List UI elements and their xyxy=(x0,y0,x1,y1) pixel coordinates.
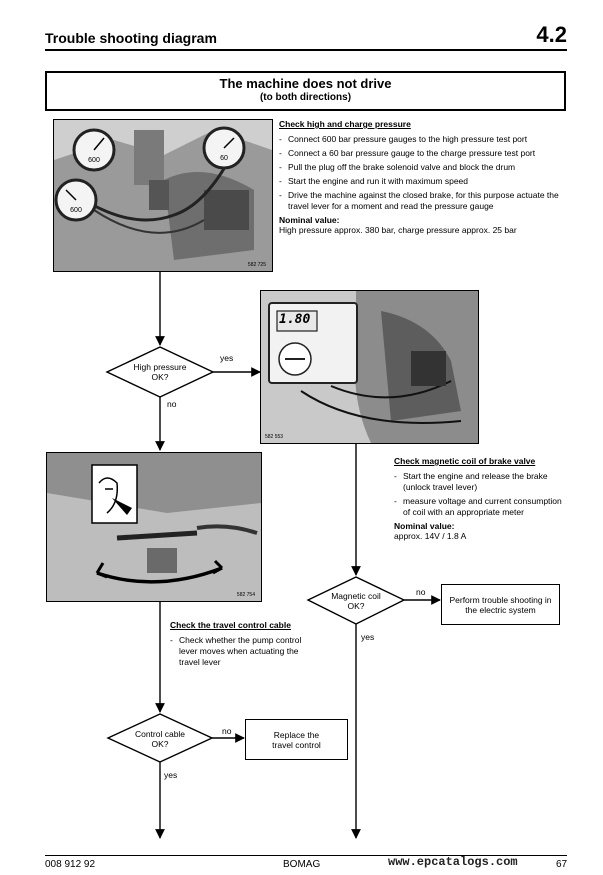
svg-text:60: 60 xyxy=(220,155,228,162)
multimeter-photo: 1.80 582 553 xyxy=(260,290,479,444)
action-electric-line1: Perform trouble shooting in xyxy=(449,594,552,605)
svg-text:600: 600 xyxy=(88,157,100,164)
check-high-section: Check high and charge pressure Connect 6… xyxy=(279,119,569,235)
decision-control-cable-line2: OK? xyxy=(151,739,169,749)
check-high-steps: Connect 600 bar pressure gauges to the h… xyxy=(279,134,569,212)
check-cable-steps: Check whether the pump control lever mov… xyxy=(170,635,308,668)
brand-name: BOMAG xyxy=(283,859,321,870)
action-electric-system: Perform trouble shooting in the electric… xyxy=(441,584,560,625)
check-coil-nominal-value: approx. 14V / 1.8 A xyxy=(394,531,467,541)
decision-magnetic-coil-line1: Magnetic coil xyxy=(331,591,381,601)
section-number: 4.2 xyxy=(536,22,567,47)
action-replace-travel-control: Replace the travel control xyxy=(245,719,348,760)
page-title: Trouble shooting diagram xyxy=(45,30,217,46)
control-cable-yes-label: yes xyxy=(164,770,178,780)
decision-high-pressure-line2: OK? xyxy=(151,372,169,382)
check-cable-heading: Check the travel control cable xyxy=(170,620,291,630)
action-replace-line1: Replace the xyxy=(273,729,320,740)
operator-manual-icon xyxy=(98,477,119,514)
check-high-step: Drive the machine against the closed bra… xyxy=(279,190,569,212)
check-high-nominal-value: High pressure approx. 380 bar, charge pr… xyxy=(279,225,517,235)
problem-title-box: The machine does not drive (to both dire… xyxy=(45,71,566,111)
watermark-url: www.epcatalogs.com xyxy=(388,855,518,869)
decision-high-pressure: High pressure OK? xyxy=(112,362,208,382)
header-rule xyxy=(45,49,567,51)
control-cable-no-label: no xyxy=(222,726,232,736)
check-high-nominal-heading: Nominal value: xyxy=(279,215,340,225)
doc-number: 008 912 92 xyxy=(45,859,96,870)
magnetic-coil-yes-label: yes xyxy=(361,632,375,642)
problem-title: The machine does not drive xyxy=(219,76,392,91)
multimeter-photo-code: 582 553 xyxy=(265,434,284,440)
lever-photo: 582 754 xyxy=(46,452,262,602)
gauges-photo: 600 600 60 582 725 xyxy=(53,119,273,272)
check-coil-heading: Check magnetic coil of brake valve xyxy=(394,456,536,466)
high-pressure-yes-label: yes xyxy=(220,353,234,363)
check-high-step: Pull the plug off the brake solenoid val… xyxy=(279,162,569,173)
svg-text:600: 600 xyxy=(70,207,82,214)
lever-photo-code: 582 754 xyxy=(236,592,255,598)
problem-subtitle: (to both directions) xyxy=(259,92,352,103)
high-pressure-no-label: no xyxy=(167,399,177,409)
check-high-step: Connect 600 bar pressure gauges to the h… xyxy=(279,134,569,145)
check-coil-step: measure voltage and current consumption … xyxy=(394,496,564,518)
check-high-step: Start the engine and run it with maximum… xyxy=(279,176,569,187)
footer-rule xyxy=(45,855,567,856)
decision-control-cable-line1: Control cable xyxy=(134,729,186,739)
magnetic-coil-no-label: no xyxy=(416,587,426,597)
page-number: 67 xyxy=(556,859,568,870)
multimeter-reading: 1.80 xyxy=(279,312,311,327)
decision-magnetic-coil: Magnetic coil OK? xyxy=(310,591,402,611)
action-replace-line2: travel control xyxy=(272,739,321,750)
check-coil-nominal-heading: Nominal value: xyxy=(394,521,455,531)
check-cable-step: Check whether the pump control lever mov… xyxy=(170,635,308,668)
check-coil-step: Start the engine and release the brake (… xyxy=(394,471,564,493)
decision-magnetic-coil-line2: OK? xyxy=(347,601,365,611)
decision-high-pressure-line1: High pressure xyxy=(133,362,187,372)
check-coil-section: Check magnetic coil of brake valve Start… xyxy=(394,456,564,541)
check-coil-steps: Start the engine and release the brake (… xyxy=(394,471,564,518)
decision-control-cable: Control cable OK? xyxy=(112,729,208,749)
check-cable-section: Check the travel control cable Check whe… xyxy=(170,620,350,671)
check-high-step: Connect a 60 bar pressure gauge to the c… xyxy=(279,148,569,159)
action-electric-line2: the electric system xyxy=(465,604,536,615)
check-high-heading: Check high and charge pressure xyxy=(279,119,411,129)
gauges-photo-code: 582 725 xyxy=(247,262,266,268)
